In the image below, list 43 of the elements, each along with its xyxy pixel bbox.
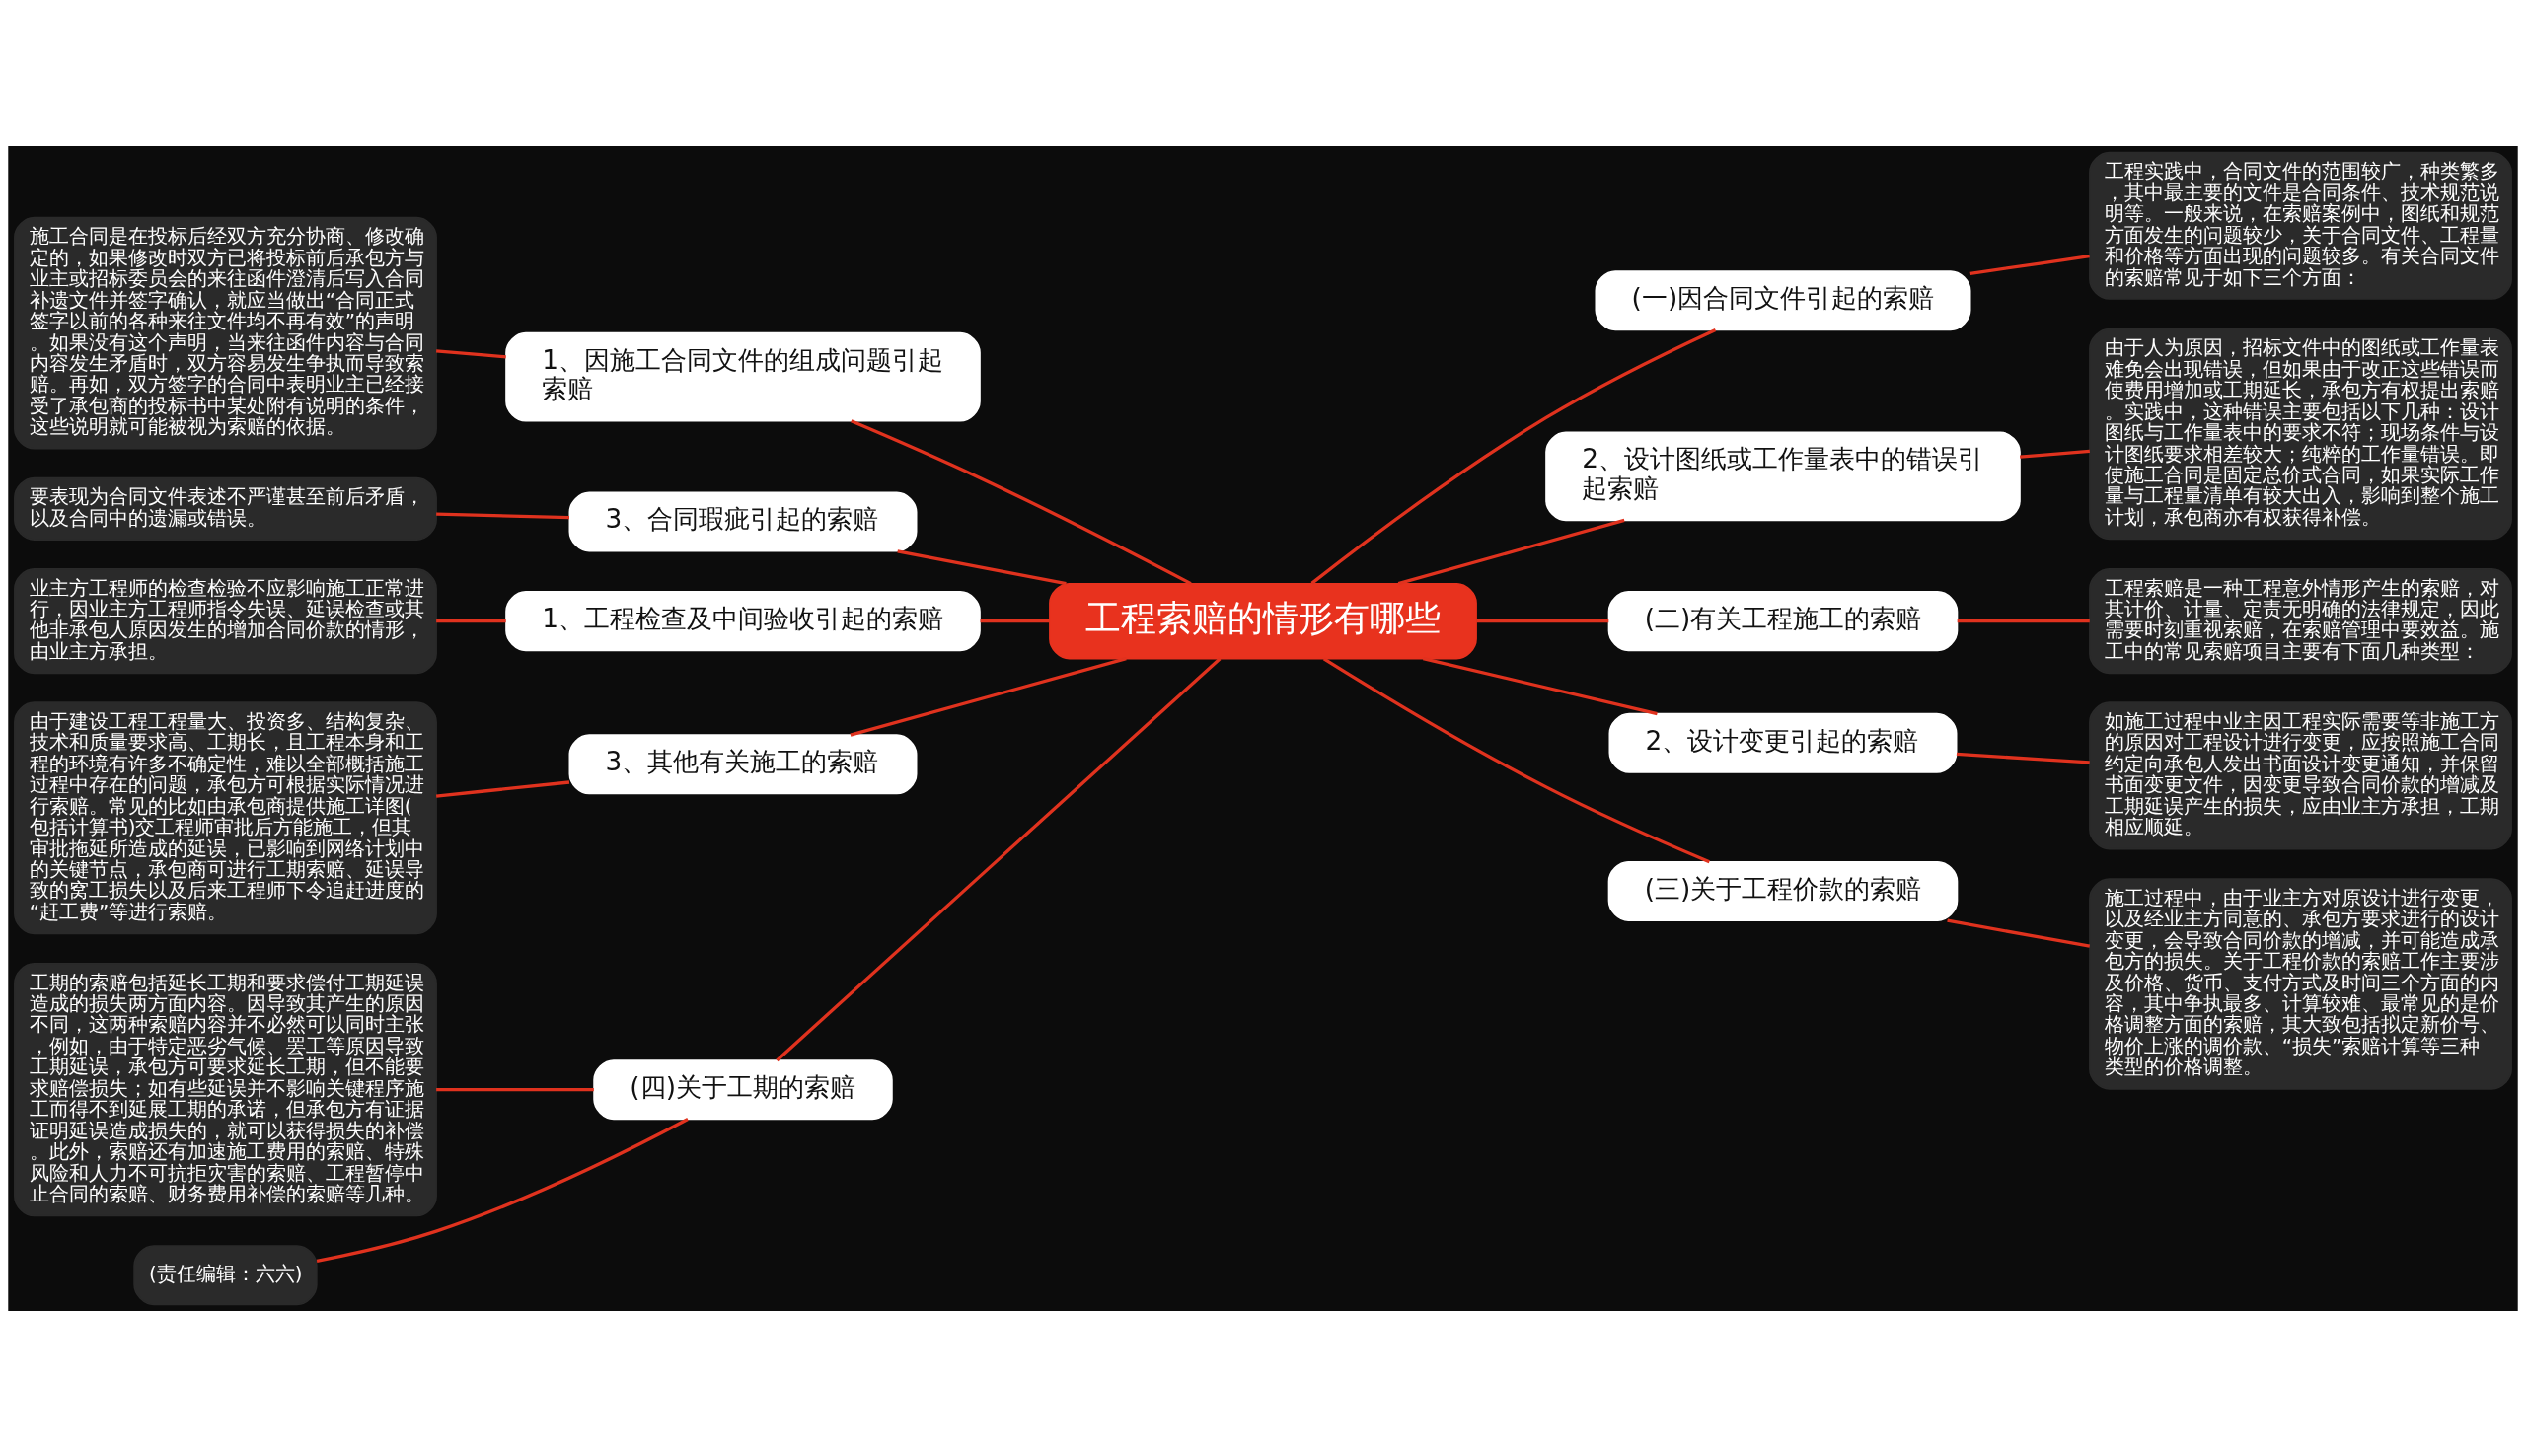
- connector: [1397, 518, 1625, 585]
- connector: [436, 619, 506, 622]
- connector: [1422, 656, 1658, 715]
- node-box: 1、因施工合同文件的组成问题引起索赔: [505, 331, 981, 422]
- connector: [850, 656, 1127, 737]
- node-box: (责任编辑：六六): [133, 1244, 318, 1305]
- node-box: 工程索赔是一种工程意外情形产生的索赔，对其计价、计量、定责无明确的法律规定，因此需要时刻重视索赔，在索赔管理中要效益。施工中的常见索赔项目主要有下面几种类型：: [2089, 567, 2512, 674]
- node-box: 工程索赔的情形有哪些: [1049, 582, 1477, 659]
- node-box: (二)有关工程施工的索赔: [1607, 590, 1959, 651]
- connector: [1957, 619, 2090, 622]
- connector: [2020, 449, 2090, 459]
- connector: [435, 779, 570, 798]
- node-box: 施工合同是在投标后经双方充分协商、修改确定的，如果修改时双方已将投标前后承包方与业主或招标委员会的来往函件澄清后写入合同补遗文件并签字确认，就应当做出“合同正式签字以前的各种来往文件均不再有效”的声明。如果没有这个声明，当来往函件内容与合同内容发生矛盾时，双方容易发生争执而导致索赔。再如，双方签字的合同中表明业主已经接受了承包商的投标书中某处附有说明的条件，这些说明就可能被视为索赔的依据。: [14, 216, 437, 450]
- node-box: 2、设计图纸或工作量表中的错误引起索赔: [1545, 430, 2021, 521]
- node-box: 1、工程检查及中间验收引起的索赔: [505, 590, 981, 651]
- connector: [897, 548, 1067, 585]
- connector: [436, 348, 506, 358]
- connector: [1310, 328, 1717, 585]
- connector: [980, 619, 1050, 622]
- connector: [1969, 254, 2090, 275]
- node-box: 工程实践中，合同文件的范围较广，种类繁多，其中最主要的文件是合同条件、技术规范说明等。一般来说，在索赔案例中，图纸和规范方面发生的问题较少，关于合同文件、工程量和价格等方面出现的问题较多。有关合同文件的索赔常见于如下三个方面：: [2089, 151, 2512, 300]
- connector: [436, 512, 570, 519]
- node-box: 施工过程中，由于业主方对原设计进行变更，以及经业主方同意的、承包方要求进行的设计变更，会导致合同价款的增减，并可能造成承包方的损失。关于工程价款的索赔工作主要涉及价格、货币、支付方式及时间三个方面的内容，其中争执最多、计算较难、最常见的是价格调整方面的索赔，其大致包括拟定新价号、物价上涨的调价款、“损失”索赔计算等三种类型的价格调整。: [2089, 877, 2512, 1090]
- node-box: (三)关于工程价款的索赔: [1607, 860, 1959, 921]
- connector: [316, 1117, 689, 1263]
- node-box: (一)因合同文件引起的索赔: [1595, 269, 1971, 330]
- connector: [1476, 619, 1609, 622]
- connector: [1956, 752, 2090, 764]
- node-box: 由于人为原因，招标文件中的图纸或工作量表难免会出现错误，但如果由于改正这些错误而使费用增加或工期延长，承包方有权提出索赔。实践中，这种错误主要包括以下几种：设计图纸与工作量表中的要求不符；现场条件与设计图纸要求相差较大；纯粹的工作量错误。即使施工合同是固定总价式合同，如果实际工作量与工程量清单有较大出入，影响到整个施工计划，承包商亦有权获得补偿。: [2089, 328, 2512, 540]
- node-box: 如施工过程中业主因工程实际需要等非施工方的原因对工程设计进行变更，应按照施工合同约定向承包人发出书面设计变更通知，并保留书面变更文件，因变更导致合同价款的增减及工期延误产生的损失，应由业主方承担，工期相应顺延。: [2089, 700, 2512, 849]
- node-box: 要表现为合同文件表述不严谨甚至前后矛盾，以及合同中的遗漏或错误。: [14, 476, 437, 541]
- node-box: 工期的索赔包括延长工期和要求偿付工期延误造成的损失两方面内容。因导致其产生的原因不同，这两种索赔内容并不必然可以同时主张，例如，由于特定恶劣气候、罢工等原因导致工期延误，承包方可要求延长工期，但不能要求赔偿损失；如有些延误并不影响关键程序施工而得不到延展工期的承诺，但承包方有证据证明延误造成损失的，就可以获得损失的补偿。此外，索赔还有加速施工费用的索赔、特殊风险和人力不可抗拒灾害的索赔、工程暂停中止合同的索赔、财务费用补偿的索赔等几种。: [14, 962, 437, 1216]
- node-box: 3、合同瑕疵引起的索赔: [568, 491, 918, 552]
- node-box: 2、设计变更引起的索赔: [1608, 712, 1958, 773]
- connector: [851, 418, 1192, 585]
- node-box: (四)关于工期的索赔: [593, 1058, 893, 1120]
- node-box: 3、其他有关施工的索赔: [568, 733, 918, 794]
- node-box: 业主方工程师的检查检验不应影响施工正常进行，因业主方工程师指令失误、延误检查或其他非承包人原因发生的增加合同价款的情形，由业主方承担。: [14, 567, 437, 674]
- connector: [1947, 918, 2091, 948]
- connector: [776, 657, 1222, 1061]
- connector: [436, 1087, 594, 1091]
- node-box: 由于建设工程工程量大、投资多、结构复杂、技术和质量要求高、工期长，且工程本身和工程的环境有许多不确定性，难以全部概括施工过程中存在的问题，承包方可根据实际情况进行索赔。常见的比如由承包商提供施工详图(包括计算书)交工程师审批后方能施工，但其审批拖延所造成的延误，已影响到网络计划中的关键节点，承包商可进行工期索赔、延误导致的窝工损失以及后来工程师下令追赶进度的“赶工费”等进行索赔。: [14, 700, 437, 934]
- connector: [1322, 656, 1710, 863]
